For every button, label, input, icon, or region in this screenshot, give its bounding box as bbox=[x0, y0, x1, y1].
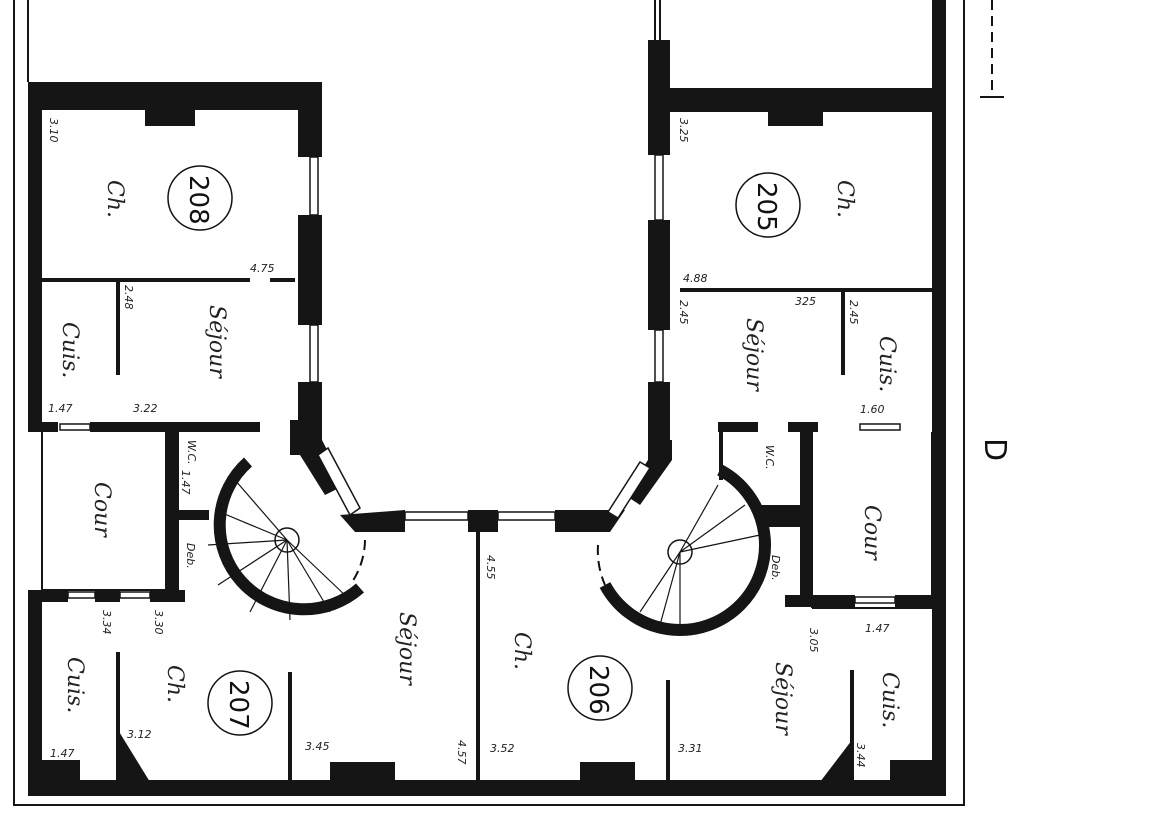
frame bbox=[13, 0, 965, 806]
room-label: Cuis. bbox=[57, 322, 82, 378]
room-label: Séjour bbox=[741, 318, 766, 392]
dimension-label: 2.45 bbox=[677, 300, 690, 325]
dimension-label: 4.57 bbox=[455, 740, 468, 765]
wc-dim-left: 1.47 bbox=[179, 470, 192, 495]
dimension-label: 2.45 bbox=[847, 300, 860, 325]
room-label: Séjour bbox=[770, 662, 795, 736]
dimension-label: 3.22 bbox=[133, 402, 158, 415]
room-label: Ch. bbox=[102, 180, 127, 218]
unit-number: 207 bbox=[223, 680, 253, 730]
windows bbox=[59, 154, 901, 604]
storage-label-left: Deb. bbox=[184, 543, 197, 569]
wc-label-left: W.C. bbox=[185, 440, 198, 465]
dimension-label: 3.05 bbox=[807, 628, 820, 653]
dimension-label: 3.45 bbox=[305, 740, 330, 753]
partitions bbox=[41, 278, 933, 780]
dimension-label: 1.47 bbox=[48, 402, 73, 415]
section-letter: D bbox=[977, 438, 1012, 461]
unit-207: 207 Ch. Séjour Cuis. 3.34 3.30 3.12 1.47… bbox=[50, 610, 468, 765]
wc-label-right: W.C. bbox=[763, 445, 776, 470]
dimension-label: 3.10 bbox=[47, 118, 60, 143]
room-label: Séjour bbox=[204, 305, 229, 379]
unit-number: 206 bbox=[583, 665, 613, 715]
room-label: Ch. bbox=[832, 180, 857, 218]
dimension-label: 3.12 bbox=[127, 728, 152, 741]
dimension-label: 3.52 bbox=[490, 742, 515, 755]
dimension-label: 4.75 bbox=[250, 262, 275, 275]
room-label: Cuis. bbox=[877, 672, 902, 728]
court-label-right: Cour bbox=[859, 505, 884, 561]
dimension-label: 4.88 bbox=[683, 272, 708, 285]
dimension-label: 3.31 bbox=[678, 742, 703, 755]
unit-number: 205 bbox=[751, 182, 781, 232]
dimension-label: 1.47 bbox=[50, 747, 75, 760]
unit-number: 208 bbox=[183, 175, 213, 225]
dimension-label: 2.48 bbox=[122, 285, 135, 310]
dimension-label: 3.25 bbox=[677, 118, 690, 143]
room-label: Cuis. bbox=[62, 657, 87, 713]
level-arrow bbox=[980, 0, 1004, 98]
common-spaces: Cour Cour W.C. 1.47 Deb. W.C. Deb. bbox=[89, 440, 884, 581]
staircase-right bbox=[596, 464, 771, 636]
walls bbox=[28, 0, 946, 796]
dimension-label: 1.60 bbox=[860, 403, 885, 416]
room-label: Cuis. bbox=[874, 336, 899, 392]
unit-205: 205 Ch. Séjour Cuis. 3.25 4.88 2.45 325 … bbox=[677, 118, 899, 416]
storage-label-right: Deb. bbox=[769, 555, 782, 581]
staircase-left bbox=[207, 457, 366, 621]
unit-206: 206 Ch. Séjour Cuis. 4.55 3.52 3.31 3.05… bbox=[484, 555, 902, 768]
dimension-label: 3.34 bbox=[100, 610, 113, 635]
dimension-label: 1.47 bbox=[865, 622, 890, 635]
dimension-label: 4.55 bbox=[484, 555, 497, 580]
dimension-label: 3.44 bbox=[854, 743, 867, 768]
room-label: Ch. bbox=[509, 632, 534, 670]
room-label: Ch. bbox=[162, 665, 187, 703]
dimension-label: 325 bbox=[795, 295, 816, 308]
dimension-label: 3.30 bbox=[152, 610, 165, 635]
court-label-left: Cour bbox=[89, 482, 114, 538]
room-label: Séjour bbox=[394, 612, 419, 686]
unit-208: 208 Ch. Séjour Cuis. 3.10 4.75 2.48 1.47… bbox=[47, 118, 275, 415]
